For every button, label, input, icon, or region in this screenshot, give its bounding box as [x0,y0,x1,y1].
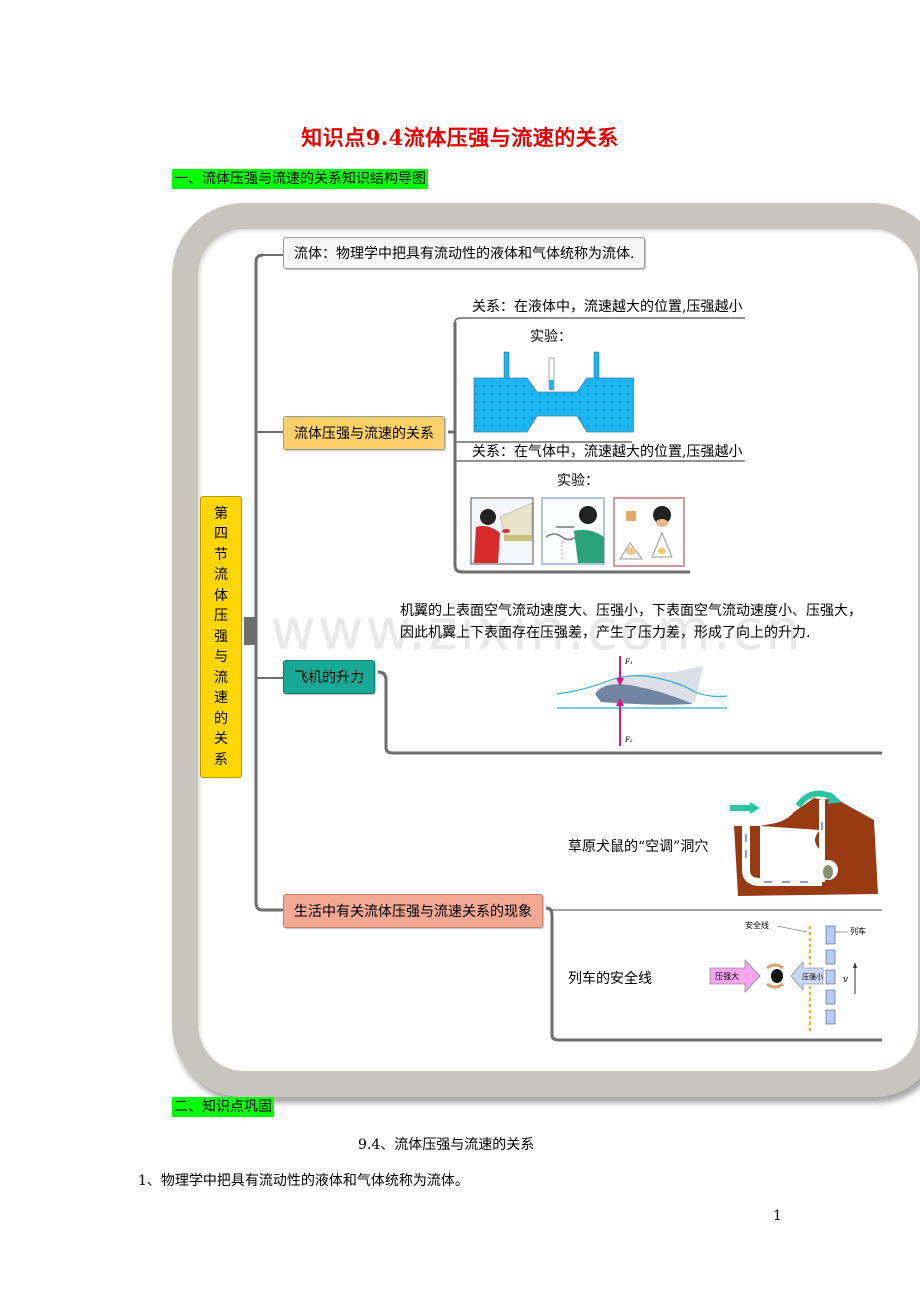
root-node-char: 体 [214,587,228,604]
life-subtrunk [545,906,882,1042]
root-node-char: 压 [214,608,228,625]
force-bottom-label: F₂ [624,736,633,744]
experiment-photo-funnel-ball [613,497,685,567]
root-node-char: 流 [214,669,228,686]
train-car-label: 列车 [850,926,866,936]
root-node-char: 与 [214,649,228,666]
relation-subtrunk [453,322,690,574]
root-node-char: 第 [214,505,228,522]
gas-experiment-images [470,497,685,567]
root-node: 第四节流体压强与流速的关系 [200,496,242,778]
burrow-label: 草原犬鼠的“空调”洞穴 [568,839,709,855]
page-title: 知识点9.4流体压强与流速的关系 [301,125,619,150]
section-heading-2: 二、知识点巩固 [172,1097,274,1117]
relation-node: 流体压强与流速的关系 [283,416,445,450]
fluid-definition-node: 流体：物理学中把具有流动性的液体和气体统称为流体. [283,237,646,269]
root-node-char: 速 [214,690,228,707]
safety-line-label: 安全线 [745,920,769,930]
low-pressure-label: 压强小 [802,972,823,981]
wing-diagram: F₁ F₂ [556,656,728,746]
root-node-char: 节 [214,546,228,563]
paragraph-1: 1、物理学中把具有流动性的液体和气体统称为流体。 [138,1173,469,1189]
experiment-photo-boy-paper [541,497,605,565]
train-safety-line-image: 安全线 列车 压强大 压强小 v [709,920,866,1034]
root-node-char: 系 [214,751,228,768]
lift-subtrunk [377,670,882,755]
high-pressure-label: 压强大 [715,971,739,981]
train-label: 列车的安全线 [568,971,652,987]
venturi-tube-image [473,351,634,433]
watermark: www.zixin.com.cn [270,598,803,663]
lift-description-line1: 机翼的上表面空气流动速度大、压强小，下表面空气流动速度小、压强大， [400,603,862,619]
root-node-char: 关 [214,731,228,748]
lift-description-line2: 因此机翼上下表面存在压强差，产生了压力差，形成了向上的升力. [400,625,811,641]
root-node-char: 强 [214,628,228,645]
experiment-photo-girl-blowing [470,497,534,565]
lift-node: 飞机的升力 [283,660,375,694]
liquid-relation-text: 关系：在液体中，流速越大的位置,压强越小 [472,299,743,315]
page-number: 1 [773,1208,782,1224]
root-node-char: 四 [214,526,228,543]
life-phenomena-node: 生活中有关流体压强与流速关系的现象 [283,894,543,928]
mindmap-frame [172,203,920,1097]
root-node-char: 流 [214,567,228,584]
root-node-char: 的 [214,710,228,727]
liquid-experiment-label: 实验： [530,329,572,345]
gas-experiment-label: 实验： [557,473,599,489]
gas-relation-text: 关系：在气体中，流速越大的位置,压强越小 [472,444,743,460]
section-heading-1: 一、流体压强与流速的关系知识结构导图 [172,169,428,189]
prairie-dog-burrow-image [730,790,878,896]
section-subtitle: 9.4、流体压强与流速的关系 [358,1137,535,1153]
force-top-label: F₁ [624,658,633,666]
velocity-label: v [843,975,848,985]
trunk-line [254,253,283,912]
